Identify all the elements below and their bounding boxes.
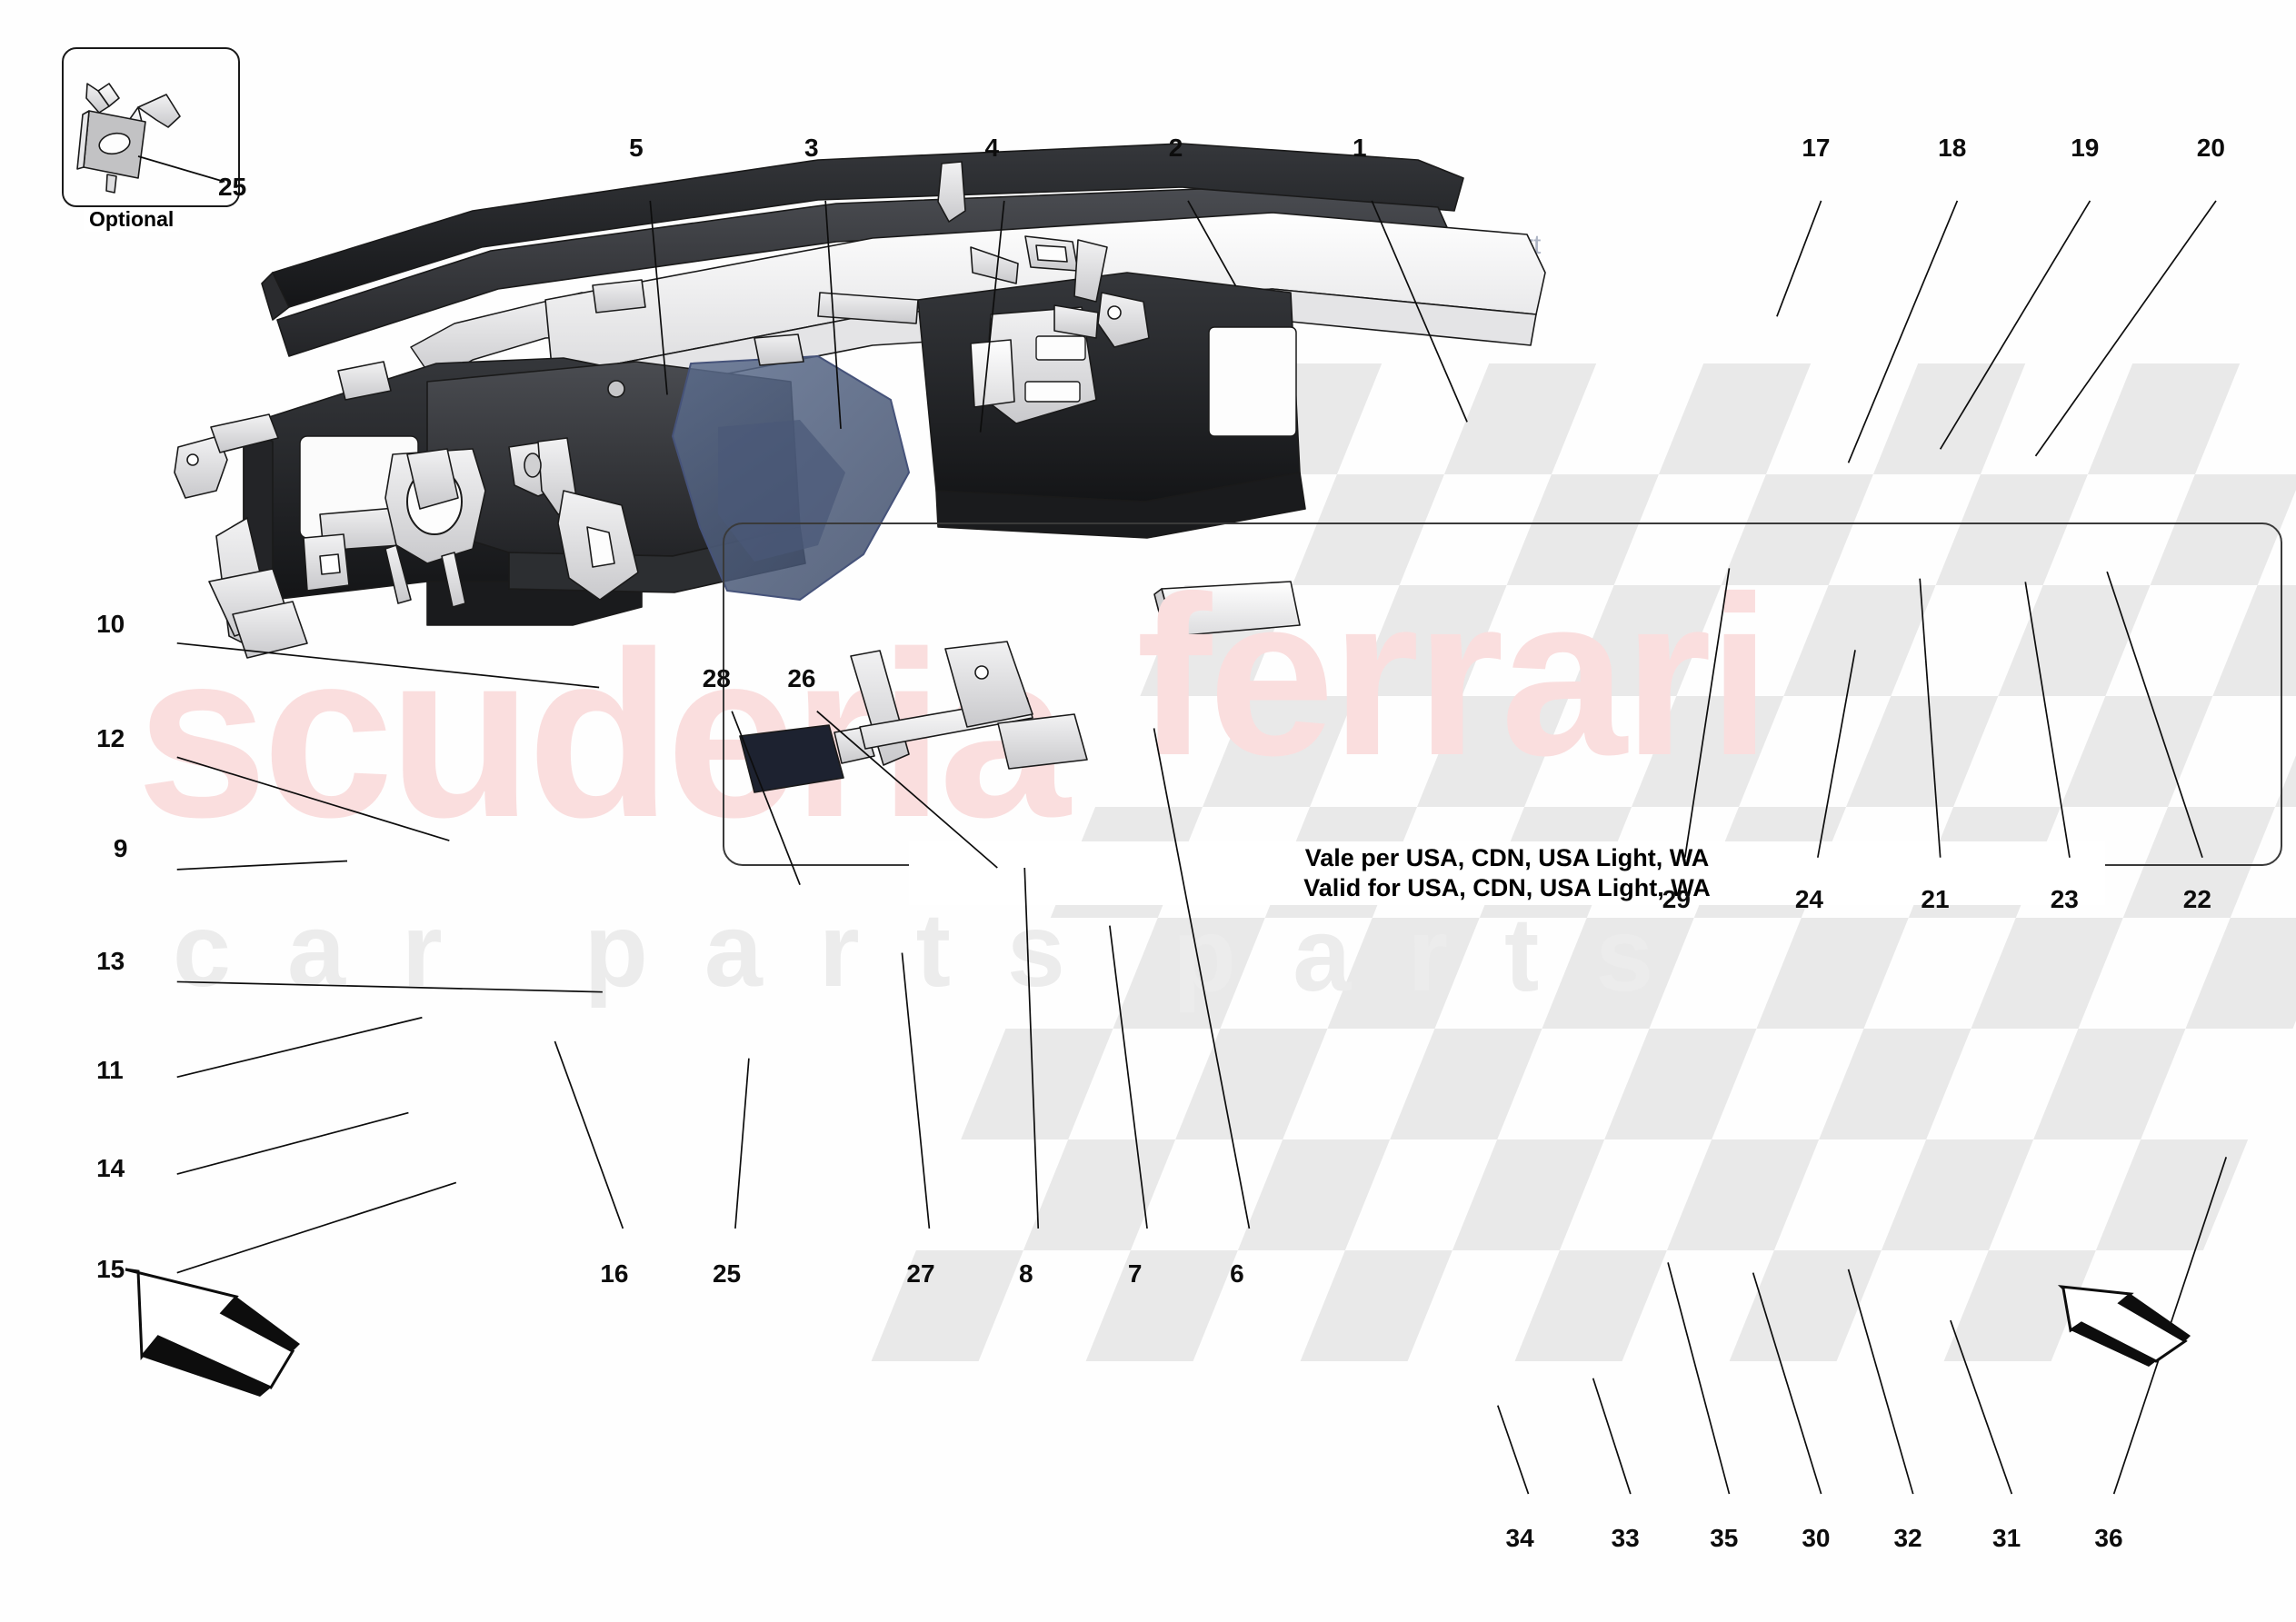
- optional-part-box: [62, 47, 240, 207]
- callout-number-27: 27: [906, 1259, 935, 1289]
- optional-label: Optional: [84, 207, 180, 232]
- callout-number-34: 34: [1505, 1523, 1534, 1552]
- callout-optional-25: 25: [218, 173, 247, 201]
- callout-number-23: 23: [2050, 885, 2079, 914]
- callout-number-3: 3: [804, 133, 819, 162]
- callout-number-2: 2: [1168, 133, 1183, 162]
- callout-number-12: 12: [96, 723, 125, 752]
- callout-number-20: 20: [2196, 133, 2225, 162]
- part-17-arm: [937, 161, 966, 223]
- part-22-hinge: [1097, 292, 1150, 348]
- callout-number-15: 15: [96, 1254, 125, 1283]
- small-plate-c: [592, 279, 646, 313]
- callout-number-7: 7: [1127, 1259, 1143, 1289]
- callout-number-5: 5: [629, 133, 644, 162]
- callout-number-32: 32: [1893, 1523, 1922, 1552]
- callout-number-25: 25: [712, 1259, 742, 1289]
- part-24-panel: [970, 339, 1015, 408]
- inset-caption: Vale per USA, CDN, USA Light, WA Valid f…: [909, 841, 2105, 905]
- callout-number-28: 28: [702, 663, 731, 692]
- usa-variant-inset-box: [723, 522, 2282, 866]
- callout-number-31: 31: [1992, 1523, 2021, 1552]
- part-28-bracket: [406, 448, 459, 510]
- inset-caption-english: Valid for USA, CDN, USA Light, WA: [1303, 874, 1711, 901]
- callout-number-17: 17: [1802, 133, 1831, 162]
- part-32-bracket: [944, 641, 1033, 728]
- part-20-arm: [1073, 239, 1108, 303]
- part-6-pin: [607, 380, 625, 398]
- part-23-plate: [1053, 304, 1099, 339]
- callout-number-13: 13: [96, 946, 125, 975]
- callout-number-21: 21: [1921, 885, 1950, 914]
- optional-part-25-art: [76, 83, 181, 194]
- inset-caption-italian: Vale per USA, CDN, USA Light, WA: [1304, 844, 1710, 871]
- part-26-bush: [524, 453, 542, 478]
- direction-arrow-left: [125, 1268, 300, 1397]
- callout-number-35: 35: [1710, 1523, 1739, 1552]
- callout-number-1: 1: [1352, 133, 1367, 162]
- small-plate-a: [817, 292, 919, 324]
- small-plate-b: [754, 333, 804, 366]
- callout-number-36: 36: [2094, 1523, 2123, 1552]
- callout-number-9: 9: [113, 834, 128, 863]
- callout-number-6: 6: [1230, 1259, 1244, 1289]
- callout-number-33: 33: [1611, 1523, 1640, 1552]
- part-2-upper-crossbeam: [272, 143, 1464, 308]
- callout-number-8: 8: [1018, 1259, 1033, 1289]
- part-31-foot: [997, 713, 1088, 770]
- small-plate-d: [337, 361, 392, 401]
- callout-number-16: 16: [600, 1259, 629, 1289]
- callout-number-29: 29: [1662, 885, 1691, 914]
- callout-number-10: 10: [96, 610, 125, 639]
- callout-number-24: 24: [1794, 885, 1823, 914]
- callout-number-4: 4: [984, 133, 1000, 162]
- callout-number-18: 18: [1938, 133, 1967, 162]
- callout-number-11: 11: [96, 1055, 124, 1084]
- callout-number-14: 14: [96, 1154, 125, 1183]
- callout-number-30: 30: [1802, 1523, 1831, 1552]
- part-12-strip: [210, 413, 279, 453]
- callout-number-22: 22: [2182, 885, 2211, 914]
- direction-arrow-right: [2057, 1285, 2191, 1367]
- callout-number-19: 19: [2071, 133, 2100, 162]
- callout-number-26: 26: [787, 663, 816, 692]
